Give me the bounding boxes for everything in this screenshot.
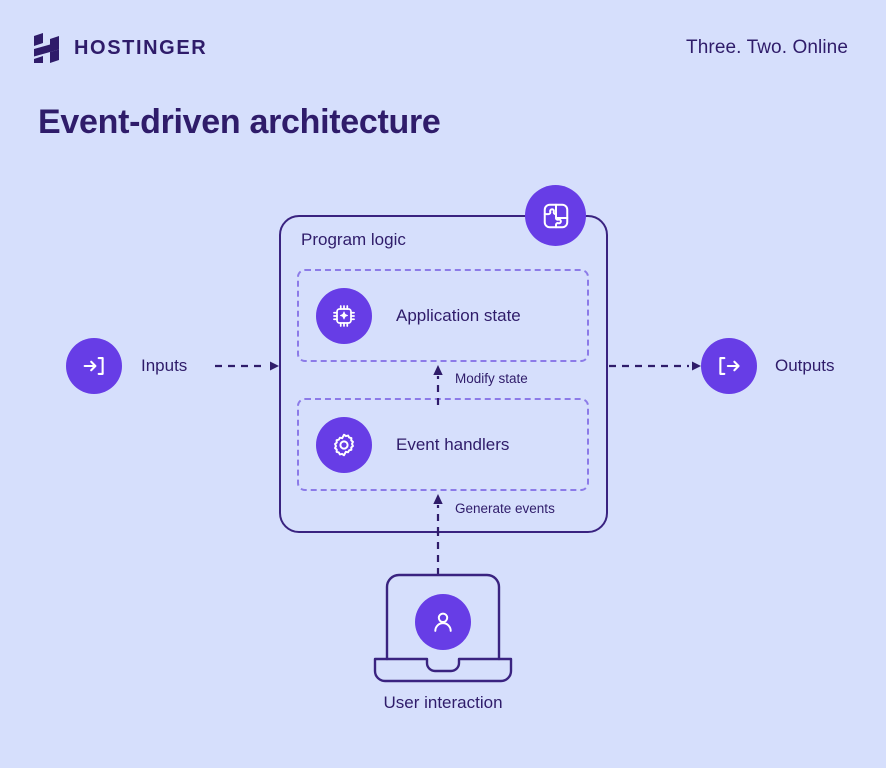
connector-generate-events: [429, 492, 447, 534]
brand-tagline: Three. Two. Online: [686, 37, 848, 58]
arrow-out-of-bracket-icon: [701, 338, 757, 394]
event-handlers-label: Event handlers: [396, 434, 510, 454]
gear-icon: [316, 416, 372, 473]
program-logic-box: Program logic: [279, 215, 608, 533]
program-logic-label: Program logic: [301, 230, 406, 249]
application-state-panel: Application state: [297, 269, 589, 362]
laptop-icon: [371, 571, 515, 683]
arrow-into-bracket-icon: [66, 338, 122, 394]
page-title: Event-driven architecture: [38, 103, 441, 141]
user-avatar-icon: [415, 594, 471, 650]
modify-state-label: Modify state: [455, 371, 528, 386]
connector-inputs-to-program: [215, 359, 281, 373]
connector-modify-state: [429, 363, 447, 405]
connector-program-to-outputs: [607, 359, 703, 373]
inputs-node: Inputs: [66, 338, 187, 394]
outputs-node: Outputs: [701, 338, 835, 394]
cpu-chip-icon: [316, 287, 372, 344]
application-state-label: Application state: [396, 305, 521, 325]
puzzle-piece-icon: [525, 185, 586, 246]
outputs-label: Outputs: [775, 356, 835, 375]
user-interaction-label: User interaction: [383, 693, 503, 712]
event-handlers-panel: Event handlers: [297, 398, 589, 491]
page-header: HOSTINGER Three. Two. Online: [32, 29, 848, 67]
connector-user-to-program: [429, 533, 447, 575]
generate-events-label: Generate events: [455, 501, 555, 516]
hostinger-h-logo-icon: [32, 32, 62, 64]
brand: HOSTINGER: [32, 32, 207, 64]
brand-name: HOSTINGER: [74, 37, 208, 59]
inputs-label: Inputs: [141, 356, 188, 375]
